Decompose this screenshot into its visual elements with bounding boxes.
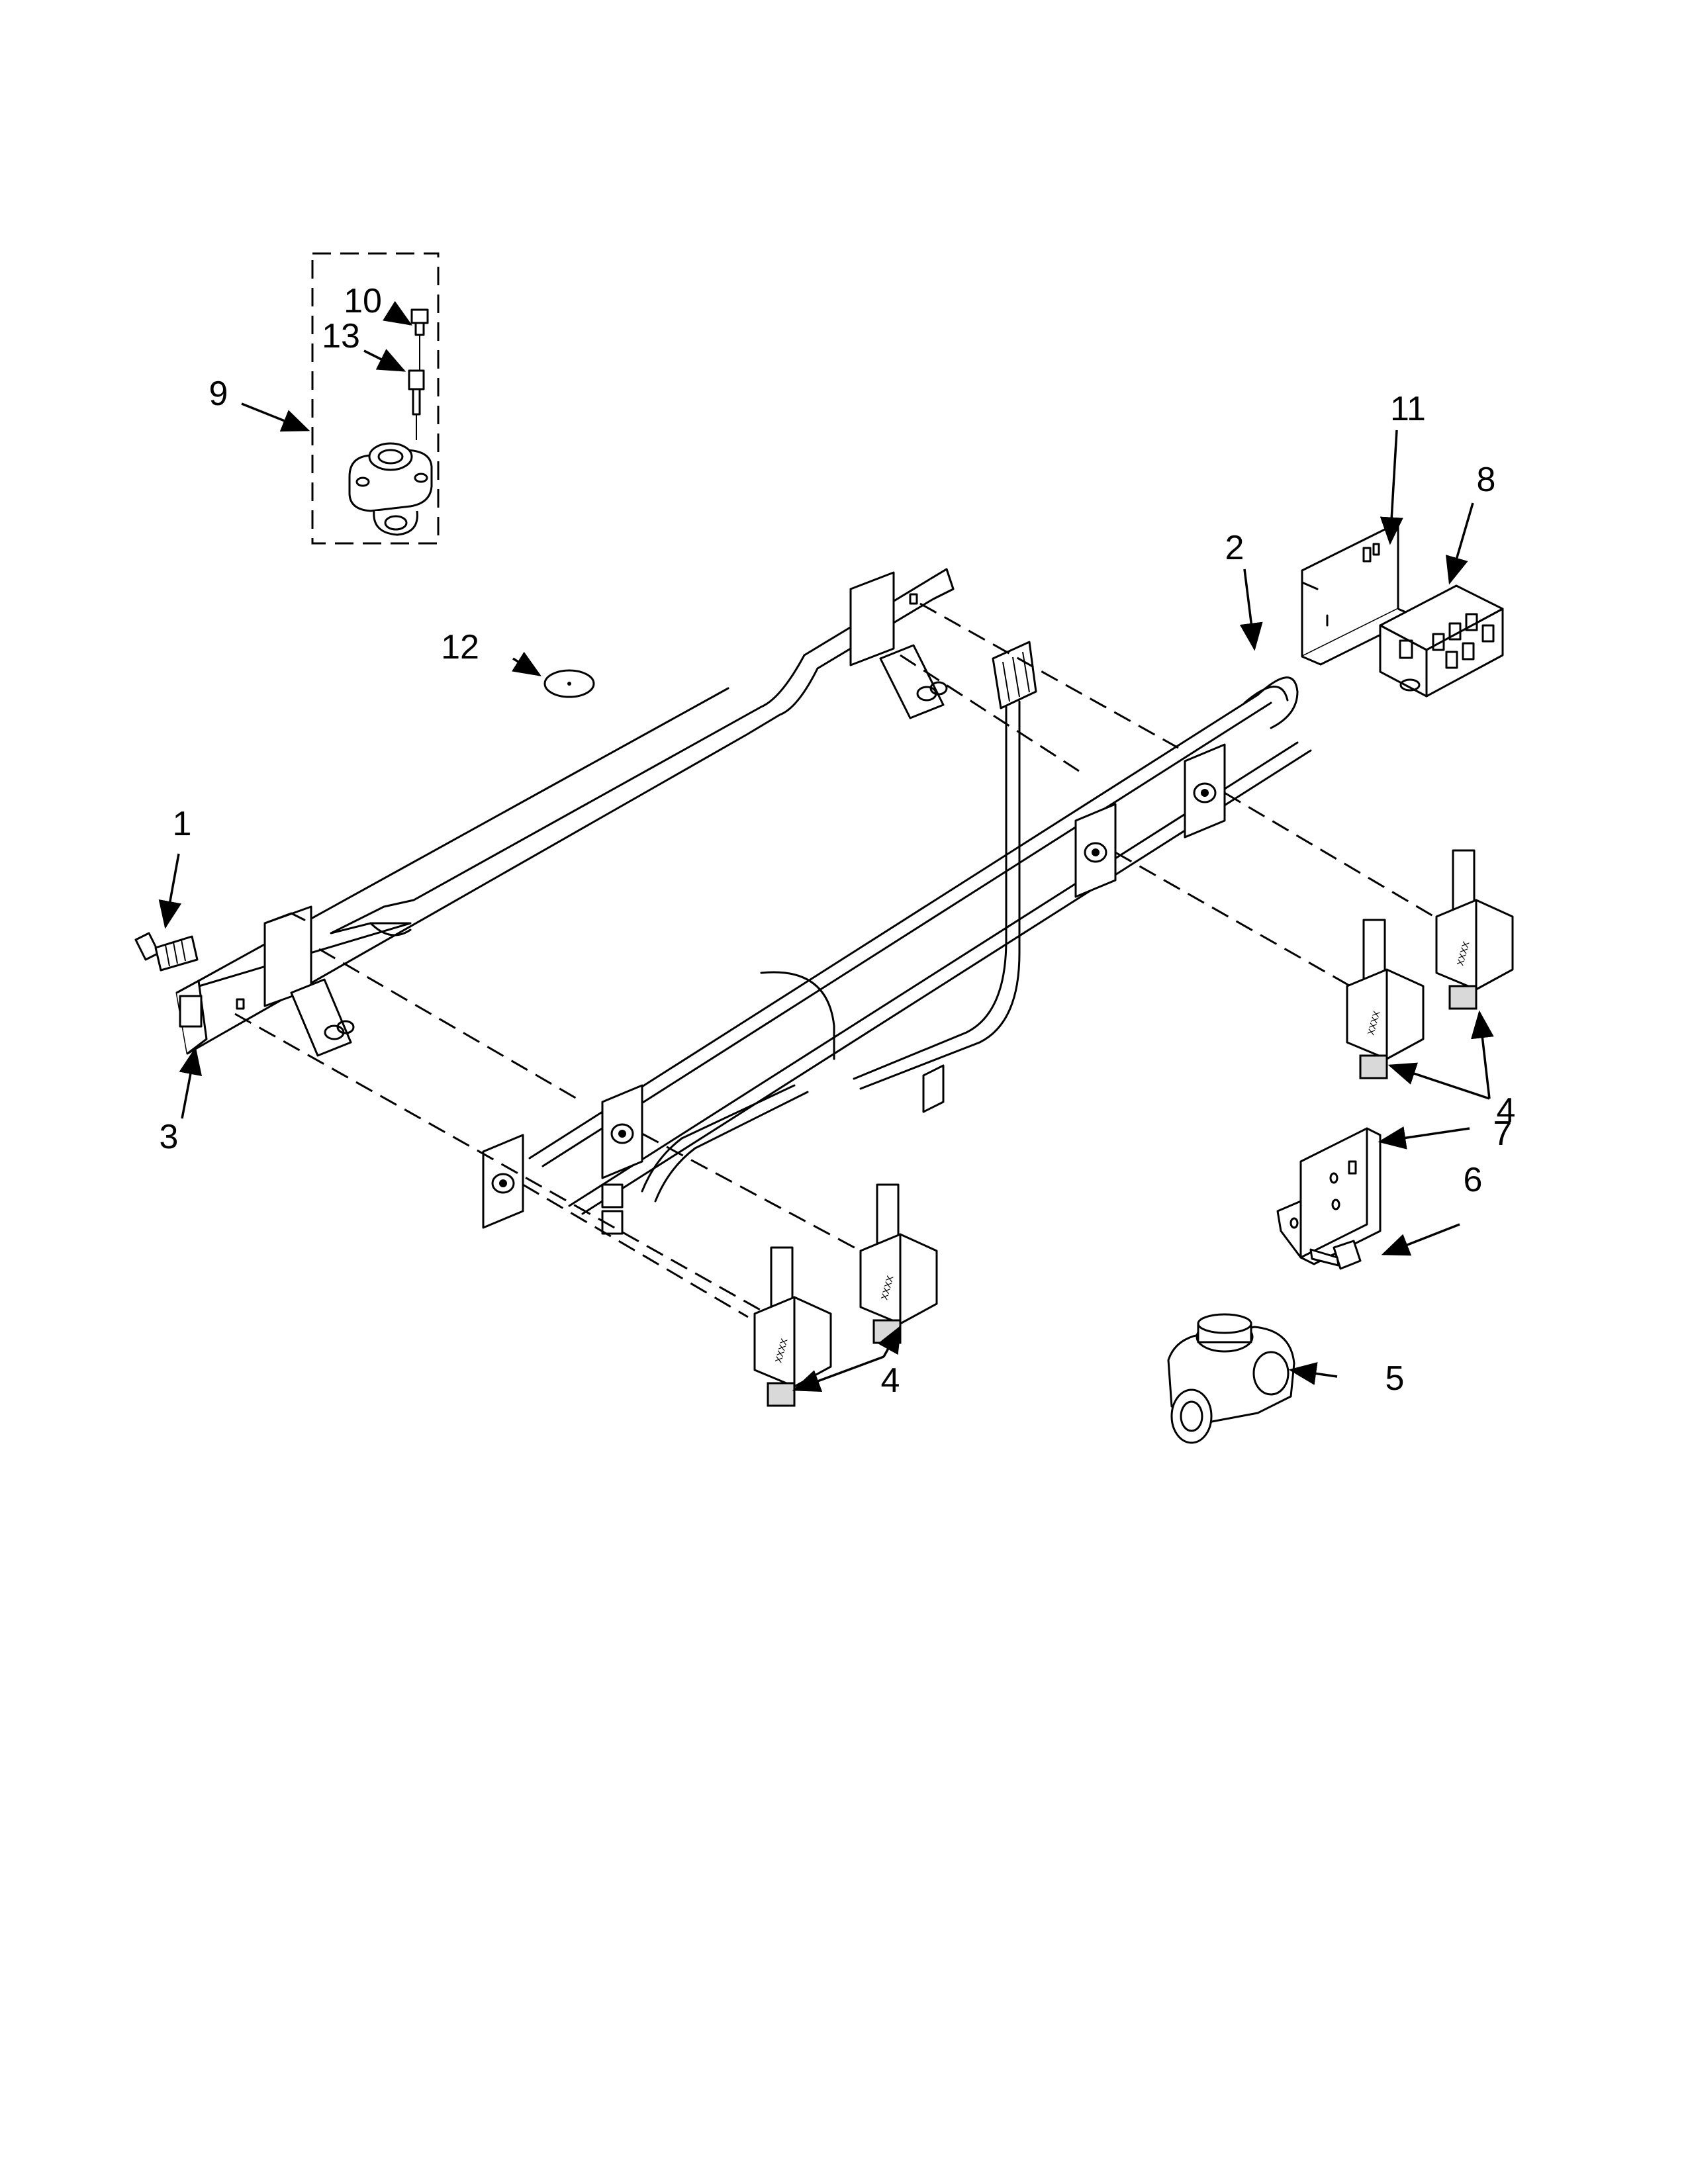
callout-1: 1 [173,805,192,843]
callout-8: 8 [1477,461,1496,499]
callout-4b: 4 [1497,1091,1516,1130]
callout-12: 12 [441,628,479,666]
valve-3[interactable]: XXXX [1346,919,1425,1079]
valve-4[interactable]: XXXX [1435,849,1514,1010]
assembly-dash-lines [234,602,1440,1318]
rail-block-1 [482,1134,524,1229]
callout-labels: 1 2 3 4 4 5 6 7 8 9 10 11 12 13 [160,282,1516,1400]
valve-2[interactable]: XXXX [859,1183,938,1344]
callout-9: 9 [209,375,228,413]
callout-3: 3 [160,1118,179,1156]
bracket-7[interactable] [1276,1127,1382,1265]
rail-block-3 [1074,803,1117,898]
callout-4a: 4 [881,1361,900,1400]
kit-9-group [311,252,440,545]
callout-5: 5 [1385,1359,1405,1398]
wiring-harness-2[interactable] [482,641,1312,1235]
callout-7: 7 [1493,1115,1513,1153]
screw-10[interactable] [410,308,429,371]
valve-1[interactable]: XXXX [753,1246,832,1407]
manifold-pipe-3[interactable] [175,568,955,1057]
callout-2: 2 [1225,529,1244,567]
callout-10: 10 [344,282,382,320]
orifice-13[interactable] [408,369,425,440]
kit-dashed-box [311,252,440,545]
burner-base-9[interactable] [348,442,433,536]
rail-block-4 [1184,743,1226,839]
callout-11: 11 [1390,390,1426,428]
callout-13: 13 [322,317,360,355]
disc-12[interactable] [543,669,595,698]
rail-block-2 [601,1084,643,1179]
leader-lines [158,300,1494,1392]
screw-6[interactable] [1309,1240,1362,1270]
terminal-block-8[interactable] [1379,584,1504,698]
callout-6: 6 [1464,1161,1483,1199]
regulator-5[interactable] [1167,1313,1295,1444]
bolt-1[interactable] [134,932,199,972]
